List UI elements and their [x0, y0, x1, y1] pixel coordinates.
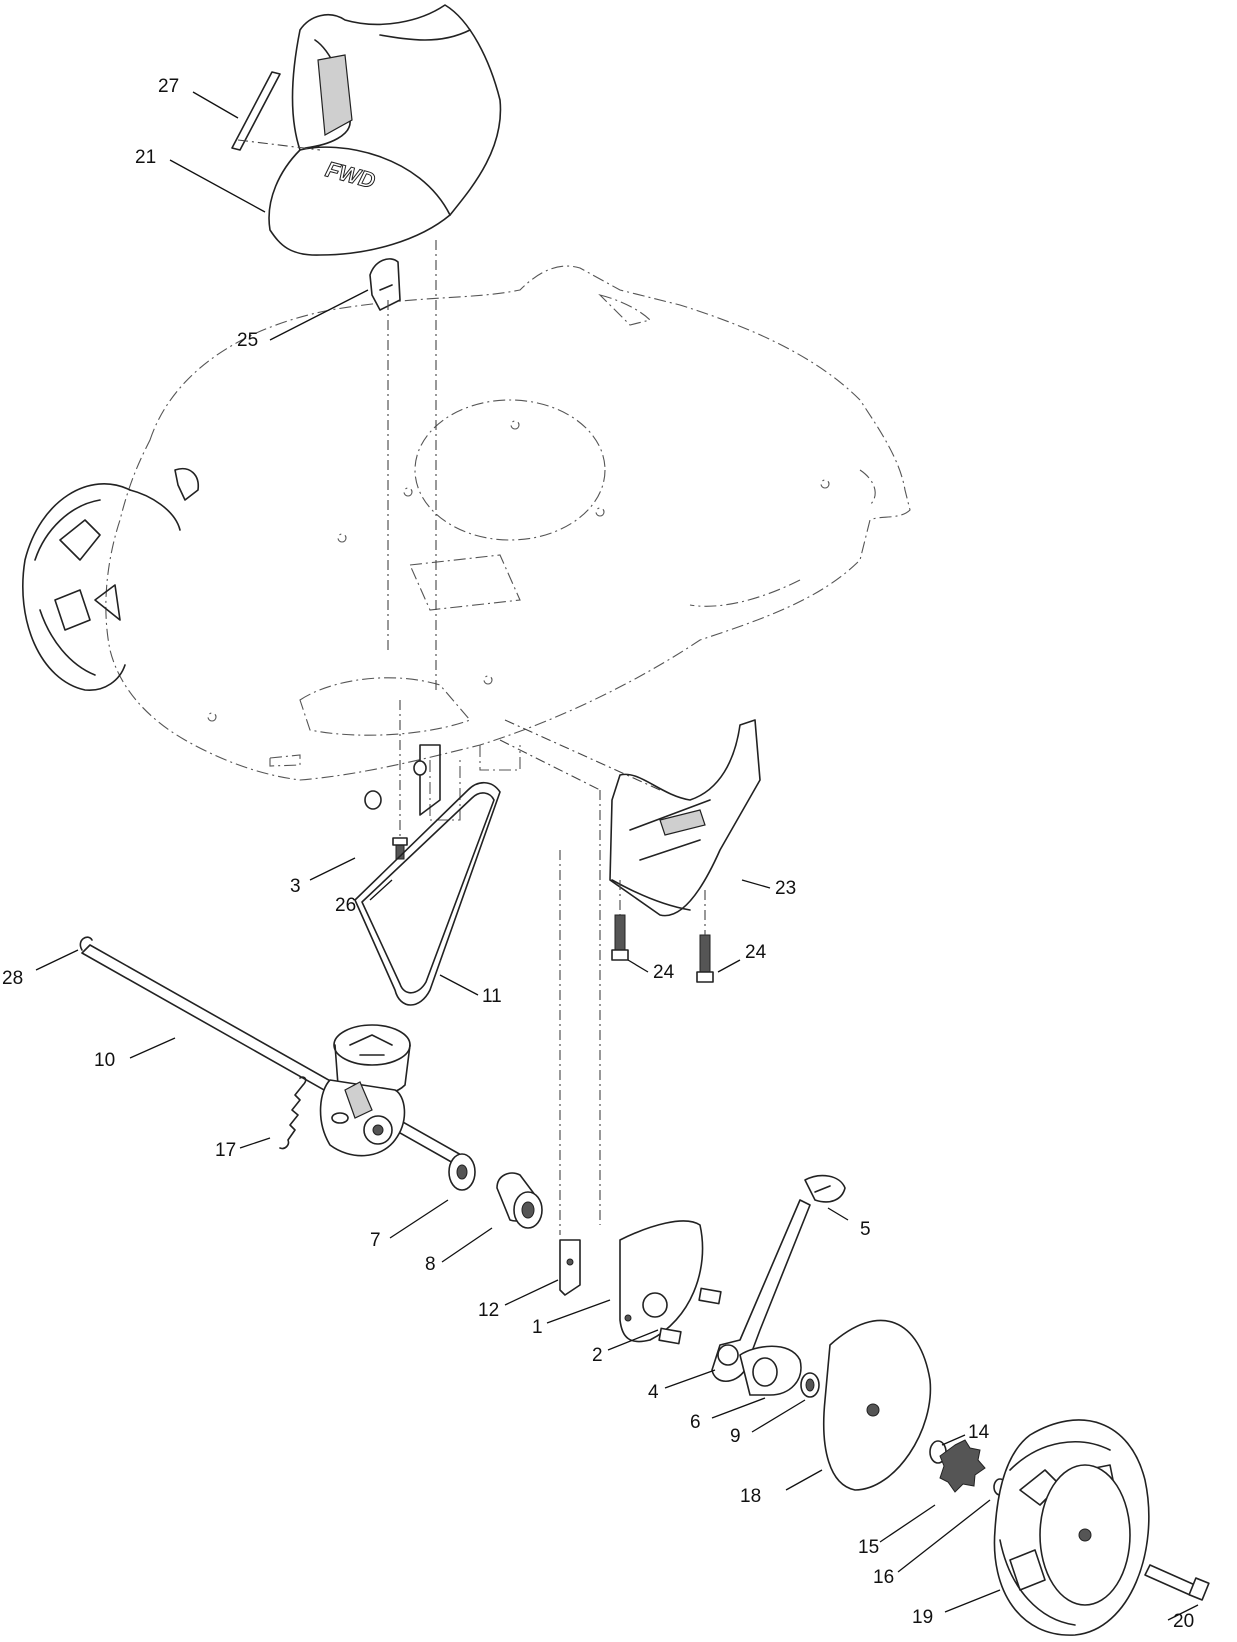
callout-5: 5 [860, 1219, 871, 1240]
part-12-bracket [559, 1239, 581, 1296]
callout-9: 9 [730, 1426, 741, 1447]
part-6-cam [739, 1345, 802, 1396]
callout-8: 8 [425, 1254, 436, 1275]
callout-14: 14 [968, 1422, 990, 1443]
part-19-wheel [993, 1419, 1150, 1636]
part-24-bolt-b [696, 934, 714, 983]
part-20-bolt [1144, 1564, 1210, 1601]
rear-wheel-left [22, 468, 200, 691]
callout-26: 26 [335, 895, 356, 916]
part-2-bolt-b [658, 1327, 682, 1345]
part-23-guard [609, 719, 761, 917]
callout-17: 17 [215, 1140, 236, 1161]
callout-24-b: 24 [745, 942, 767, 963]
mower-deck-phantom [105, 265, 911, 821]
callout-6: 6 [690, 1412, 701, 1433]
part-21-fwd-cover: FWD [268, 4, 502, 256]
callout-23: 23 [775, 878, 796, 899]
callout-25: 25 [237, 330, 258, 351]
callout-12: 12 [478, 1300, 499, 1321]
callout-24-a: 24 [653, 962, 675, 983]
callout-28: 28 [2, 968, 23, 989]
part-3-nut [364, 790, 382, 810]
part-9-washer [800, 1372, 820, 1398]
callout-11: 11 [482, 986, 502, 1007]
callout-27: 27 [158, 76, 179, 97]
callout-15: 15 [858, 1537, 879, 1558]
callout-3: 3 [290, 876, 301, 897]
part-27-decal [231, 71, 281, 151]
callout-20: 20 [1173, 1611, 1194, 1632]
deck-bracket [419, 744, 441, 816]
part-1-plate [619, 1220, 704, 1343]
callout-1: 1 [532, 1317, 543, 1338]
part-24-bolt-a [611, 914, 629, 961]
callout-10: 10 [94, 1050, 115, 1071]
callout-7: 7 [370, 1230, 381, 1251]
callout-2: 2 [592, 1345, 603, 1366]
callout-16: 16 [873, 1567, 894, 1588]
part-17-spring [279, 1076, 307, 1150]
part-5-knob [804, 1174, 846, 1203]
callout-19: 19 [912, 1607, 933, 1628]
callout-4: 4 [648, 1382, 659, 1403]
part-11-belt [354, 781, 501, 1006]
part-25-clip [369, 258, 401, 311]
part-8-bearing [496, 1172, 543, 1229]
part-18-disc [822, 1319, 932, 1491]
callout-18: 18 [740, 1486, 761, 1507]
callout-labels: 27 21 25 3 26 23 24 24 28 11 10 17 7 8 5… [2, 76, 1194, 1632]
part-10-axle [79, 936, 471, 1169]
part-2-bolt-a [698, 1287, 722, 1305]
part-15-gear [939, 1439, 986, 1493]
leader-lines [35, 91, 1199, 1621]
callout-21: 21 [135, 147, 156, 168]
part-7-bushing [448, 1153, 476, 1191]
transmission [319, 1024, 411, 1157]
